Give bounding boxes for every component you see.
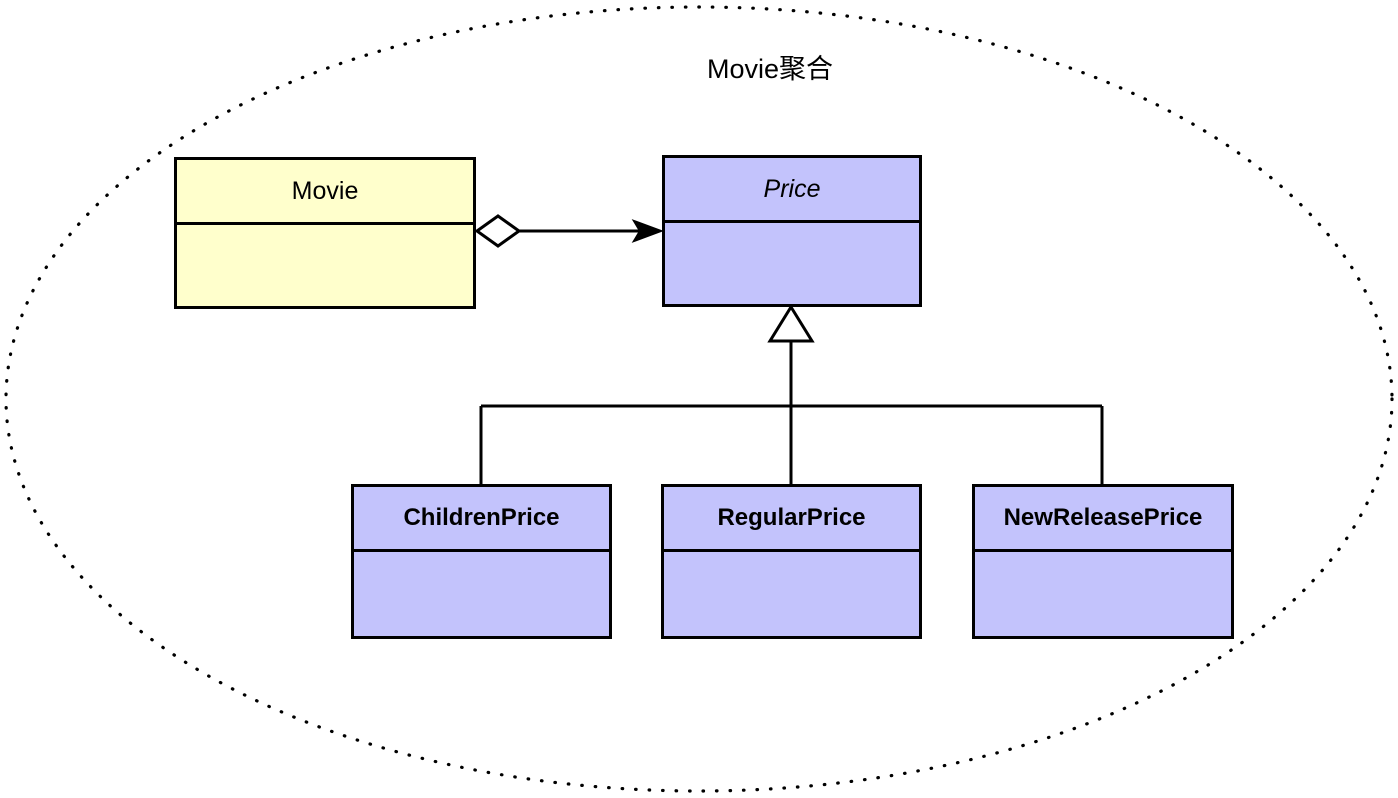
hollow-triangle-icon [767, 304, 815, 343]
class-members-movie [177, 225, 473, 306]
class-box-movie[interactable]: Movie [174, 157, 476, 309]
class-name-children-price: ChildrenPrice [354, 487, 609, 552]
class-members-new-release-price [975, 552, 1231, 636]
class-name-movie: Movie [177, 160, 473, 225]
class-members-children-price [354, 552, 609, 636]
class-box-new-release-price[interactable]: NewReleasePrice [972, 484, 1234, 639]
class-box-price[interactable]: Price [662, 155, 922, 307]
class-name-new-release-price: NewReleasePrice [975, 487, 1231, 552]
diagram-title: Movie聚合 [706, 54, 834, 84]
aggregate-boundary-ellipse [4, 5, 1394, 793]
filled-arrow-icon [631, 219, 664, 243]
class-name-price: Price [665, 158, 919, 223]
class-members-price [665, 223, 919, 304]
hollow-diamond-icon [474, 214, 522, 248]
relation-aggregation-movie-price [474, 214, 664, 248]
class-members-regular-price [664, 552, 919, 636]
class-name-regular-price: RegularPrice [664, 487, 919, 552]
class-box-children-price[interactable]: ChildrenPrice [351, 484, 612, 639]
class-box-regular-price[interactable]: RegularPrice [661, 484, 922, 639]
relation-generalization-tree [479, 304, 1104, 485]
